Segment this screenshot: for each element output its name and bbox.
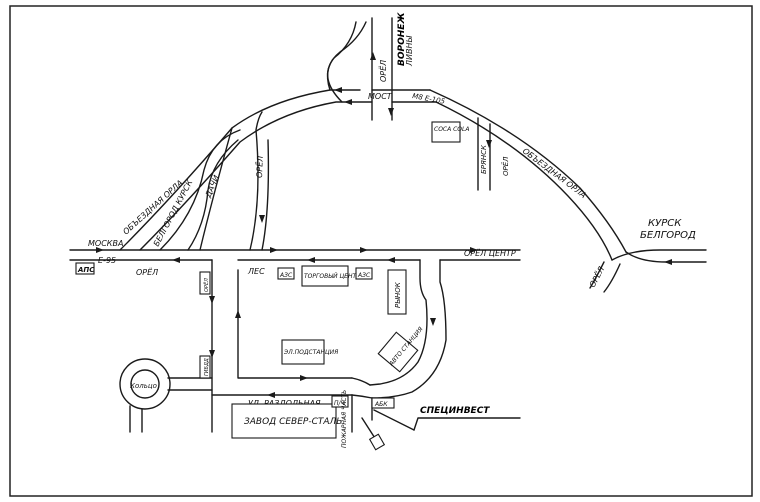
label-moscow: МОСКВА [88,239,123,248]
abk-box [371,397,395,409]
rynok-box [387,269,407,315]
label-orel-small: ОРЁЛ [501,156,510,176]
label-kursk: КУРСК [648,218,682,229]
label-pch: П/Ч [334,400,345,407]
label-m8-e105: М8 Е-105 [412,92,446,106]
label-bryansk: БРЯНСК [480,144,488,174]
highway-e95 [69,249,521,261]
roundabout [119,358,213,433]
label-belgorod: БЕЛГОРОД [640,230,696,241]
label-orel-br: ОРЁЛ [587,265,606,289]
label-bypass-right: ОБЪЕЗДНАЯ ОРЛА [521,146,588,200]
label-aps: АПС [77,266,95,274]
autostation-box [377,331,419,373]
label-fire: ПОЖАРНАЯ ЧАСТЬ [341,390,348,448]
label-azs1: АЗС [279,272,293,279]
map-labels: МОСКВА Е-95 ОРЁЛ АПС ОБЪЕЗДНАЯ ОРЛА БЕЛГ… [75,12,696,451]
trade-center-box [301,265,349,287]
azs2-box [355,267,373,280]
direction-arrows [96,52,672,398]
top-interchange [326,17,437,121]
label-orel-left: ОРЁЛ [136,267,158,277]
label-azs2: АЗС [357,272,371,279]
label-koltso: Кольцо [130,382,157,390]
azs1-box [277,267,295,280]
gibdd-box [199,355,211,379]
map-frame [9,5,753,497]
bypass-left [119,89,373,251]
orel-sign-box [199,271,211,295]
coca-cola-box [431,121,461,143]
label-orel-diag: ОРЁЛ [254,156,265,179]
aps-box [75,262,95,275]
label-coca-cola: COCA COLA [434,126,469,133]
label-trade-center: ТОРГОВЫЙ ЦЕНТР [304,273,360,280]
label-orel-sign: ОРЁЛ [203,278,210,292]
label-dachi: ДАЧИ [203,174,221,200]
speczinvest-building [368,433,386,451]
pch-box [331,395,349,408]
label-livny: ЛИВНЫ [405,35,414,67]
label-orel-center: ОРЁЛ ЦЕНТР [464,248,516,258]
label-substation: ЭЛ.ПОДСТАНЦИЯ [283,349,338,356]
label-factory: ЗАВОД СЕВЕР-СТАЛЬ [244,417,342,427]
substation-box [281,339,325,365]
label-gibdd: ГИБДД [204,358,210,376]
label-abk: АБК [374,401,388,408]
bypass-right [429,89,707,293]
label-e95: Е-95 [98,256,116,265]
label-voronezh: ВОРОНЕЖ [397,12,407,66]
factory-box [231,403,337,439]
factory-loop [211,259,447,433]
label-rynok: РЫНОК [394,281,402,308]
label-most: МОСТ [368,92,393,101]
label-orel-vert: ОРЁЛ [378,60,388,82]
label-les: ЛЕС [247,267,265,276]
label-speczinvest: СПЕЦИНВЕСТ [420,406,490,416]
